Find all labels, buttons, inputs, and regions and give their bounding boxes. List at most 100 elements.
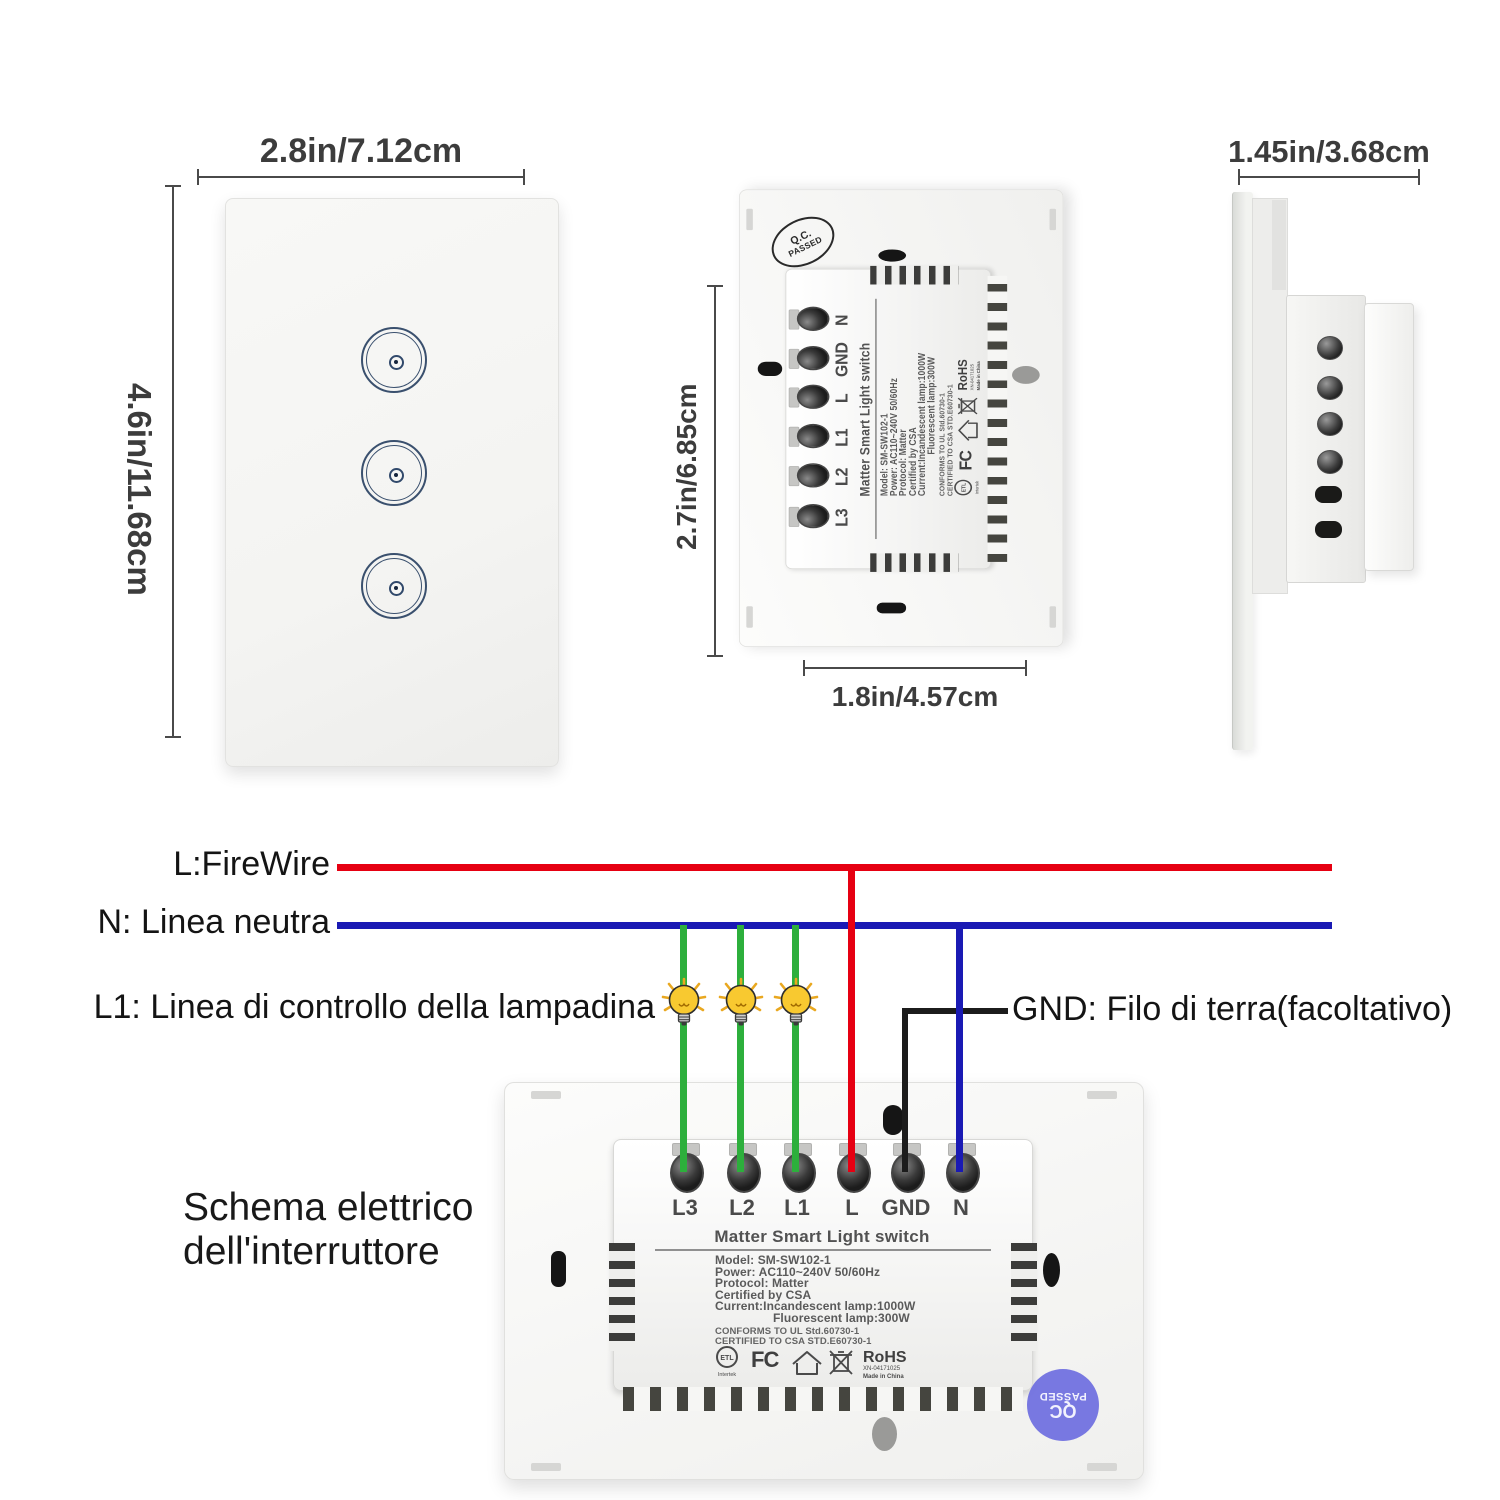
wire-ground-drop xyxy=(902,1008,908,1172)
terminal-screw-n xyxy=(796,306,830,331)
made-in-china-text: Made in China xyxy=(863,1374,904,1380)
terminal-screw xyxy=(1317,412,1343,436)
light-bulb-icon xyxy=(718,977,764,1026)
terminal-label: L3 xyxy=(672,1195,698,1220)
spec-line: Current:Incandescent lamp:1000W xyxy=(715,1299,916,1314)
rohs-text: RoHS xyxy=(863,1349,907,1366)
mount-tab xyxy=(746,606,753,628)
device-title: Matter Smart Light switch xyxy=(857,342,873,497)
certification-marks: ETL Intertek FC RoHS XN-04171025 Made in… xyxy=(954,359,981,496)
touch-dot-icon xyxy=(388,580,404,596)
mount-keyhole xyxy=(757,361,783,377)
light-bulb-icon xyxy=(661,977,707,1026)
terminal-screw-l1 xyxy=(782,1153,816,1193)
mount-tab xyxy=(746,208,753,231)
touch-dot-icon xyxy=(388,354,404,370)
vent-comb-bottom xyxy=(623,1387,1023,1411)
vent-slots-left xyxy=(609,1243,635,1351)
front-width-dimension-text: 2.8in/7.12cm xyxy=(259,132,463,170)
terminal-label: N xyxy=(831,314,852,326)
device-specs: Model: SM-SW102-1 Power: AC110~240V 50/6… xyxy=(878,325,954,496)
touch-button-2 xyxy=(361,440,427,506)
glass-panel-edge xyxy=(1232,192,1253,750)
vent-slots-right xyxy=(1011,1243,1037,1351)
mount-hole xyxy=(1043,1253,1060,1287)
label-divider xyxy=(655,1249,991,1251)
legend-ground-label: GND: Filo di terra(facoltativo) xyxy=(1012,990,1453,1028)
mount-hole xyxy=(1012,366,1040,384)
wire-live xyxy=(337,864,1332,871)
terminal-screw-l xyxy=(796,384,830,409)
spec-line: Certified by CSA xyxy=(715,1287,812,1302)
switch-back-wired-view: L3 L2 L1 L GND N Matter Smart Light swit… xyxy=(504,1082,1144,1480)
front-height-dimension-text: 4.6in/11.68cm xyxy=(121,383,158,596)
terminal-label: L1 xyxy=(831,428,852,447)
intertek-text: Intertek xyxy=(718,1372,737,1378)
mount-keyhole xyxy=(883,1105,903,1135)
terminal-screw xyxy=(1317,336,1343,360)
terminal-screw-n xyxy=(946,1153,980,1193)
terminal-screw-l1 xyxy=(796,423,830,449)
terminal-screw xyxy=(1317,450,1343,474)
etl-text: ETL xyxy=(961,482,967,492)
wire-load-1 xyxy=(680,925,687,1172)
touch-dot-icon xyxy=(388,467,404,483)
wire-slot xyxy=(1315,521,1342,538)
mount-tab xyxy=(1087,1463,1117,1471)
wire-load-3 xyxy=(792,925,799,1172)
etl-text: ETL xyxy=(720,1355,734,1362)
terminal-screw-l3 xyxy=(670,1153,704,1193)
legend-live-label: L:FireWire xyxy=(173,845,330,883)
terminal-screw-gnd xyxy=(796,345,830,371)
label-divider xyxy=(875,298,877,540)
terminal-label: L2 xyxy=(729,1195,755,1220)
fcc-icon: FC xyxy=(751,1347,779,1372)
mount-tab xyxy=(531,1091,561,1099)
mount-tab xyxy=(531,1463,561,1471)
certification-marks: ETL Intertek FC RoHS XN-04171025 Made in… xyxy=(716,1346,907,1380)
module-body xyxy=(1364,303,1414,571)
terminal-label: N xyxy=(953,1195,969,1220)
front-height-dimension-line xyxy=(165,185,181,738)
weee-bin-icon xyxy=(829,1350,853,1375)
front-width-dimension-line xyxy=(197,169,525,185)
back-width-dimension-text: 1.8in/4.57cm xyxy=(831,681,999,712)
mount-slot xyxy=(551,1251,566,1287)
wire-neutral xyxy=(337,922,1332,929)
terminal-label: L3 xyxy=(831,508,852,527)
schema-caption: Schema elettrico dell'interruttore xyxy=(183,1186,474,1273)
device-title: Matter Smart Light switch xyxy=(714,1227,930,1246)
terminal-screw xyxy=(1317,376,1343,400)
etl-icon xyxy=(716,1346,738,1368)
spec-line: Fluorescent lamp:300W xyxy=(925,356,938,455)
qc-passed-stamp: QC PASSED xyxy=(1027,1369,1099,1441)
etl-icon xyxy=(954,479,973,496)
terminal-screw-l2 xyxy=(727,1153,761,1193)
rohs-text: RoHS xyxy=(956,359,971,390)
legend-neutral-label: N: Linea neutra xyxy=(97,903,331,941)
vent-slots-right xyxy=(870,265,959,285)
switch-front-panel xyxy=(225,198,559,767)
terminal-label: L xyxy=(831,393,852,403)
mount-tab xyxy=(1049,208,1057,231)
mount-hole xyxy=(878,249,907,262)
spec-line: Fluorescent lamp:300W xyxy=(773,1310,910,1325)
plate-notch xyxy=(1272,200,1286,290)
house-icon xyxy=(958,419,978,441)
terminal-screw-l2 xyxy=(796,463,830,488)
terminal-screw-l3 xyxy=(796,504,830,529)
touch-button-1 xyxy=(361,327,427,393)
side-depth-dimension-text: 1.45in/3.68cm xyxy=(1228,134,1430,169)
mount-tab xyxy=(1087,1091,1117,1099)
made-in-china-text: Made in China xyxy=(976,361,981,390)
wire-load-2 xyxy=(737,925,744,1172)
terminal-label: L xyxy=(845,1195,859,1220)
rohs-code-text: XN-04171025 xyxy=(863,1366,901,1372)
terminal-label: GND xyxy=(831,342,852,378)
spec-line: Protocol: Matter xyxy=(715,1276,809,1291)
legend-load-label: L1: Linea di controllo della lampadina xyxy=(93,988,655,1026)
terminal-label: L1 xyxy=(784,1195,810,1220)
back-height-dimension-line xyxy=(707,285,723,657)
side-depth-dimension-line xyxy=(1238,169,1420,185)
